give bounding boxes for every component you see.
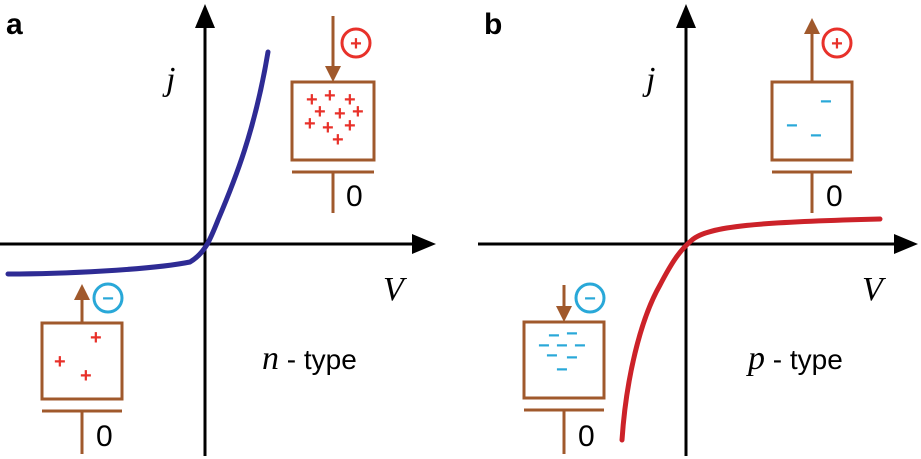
svg-text:−: − (548, 325, 560, 347)
panel-b-jv-curve (619, 216, 883, 443)
panel-a-x-axis-label: V (383, 271, 408, 308)
svg-text:−: − (566, 347, 578, 369)
svg-text:−: − (538, 335, 550, 357)
svg-text:−: − (546, 345, 558, 367)
svg-text:−: − (556, 335, 568, 357)
panel-b-x-arrowhead (894, 234, 918, 254)
panel-a-y-axis-label: j (162, 61, 175, 98)
svg-text:+: + (304, 113, 316, 135)
svg-text:+: + (54, 351, 66, 373)
svg-text:+: + (322, 117, 334, 139)
panel-a-x-arrowhead (412, 234, 436, 254)
svg-text:+: + (332, 129, 344, 151)
panel-a-bottom-sample (40, 321, 124, 401)
panel-b-top-carriers: − − − (786, 91, 832, 147)
panel-b-bottom-badge (574, 282, 606, 314)
svg-text:+: + (344, 89, 356, 111)
panel-b-bottom-sample (522, 320, 606, 400)
panel-a-bottom-badge (92, 282, 124, 314)
panel-a-bottom-badge-sign: − (102, 288, 114, 310)
svg-text:+: + (306, 89, 318, 111)
panel-b-y-arrowhead (676, 4, 696, 28)
svg-text:+: + (344, 115, 356, 137)
svg-text:+: + (314, 101, 326, 123)
panel-b-bottom-current-arrow (556, 306, 572, 322)
panel-a-top-device: + 0 + + + + + + + + + + (290, 16, 376, 213)
panel-b-type-label: p - type (746, 340, 843, 377)
panel-b-top-device: + 0 − − − (770, 18, 854, 213)
panel-a-bottom-carriers: + + + (54, 327, 102, 387)
panel-a-jv-curve (5, 49, 271, 277)
panel-b-top-badge (821, 27, 853, 59)
svg-text:+: + (90, 327, 102, 349)
panel-b-x-axis-label: V (862, 271, 887, 308)
svg-text:−: − (810, 125, 822, 147)
svg-text:+: + (334, 103, 346, 125)
panel-a-bottom-device: − 0 + + + (40, 282, 124, 454)
panel-a-top-ground-label: 0 (346, 180, 363, 213)
panel-a-top-current-arrow (325, 66, 341, 82)
panel-a: a j V + 0 + + + + + + (0, 4, 436, 456)
panel-b-top-badge-sign: + (831, 33, 843, 55)
panel-a-type-label: n - type (262, 340, 357, 377)
panel-a-bottom-current-arrow (74, 284, 90, 300)
svg-text:+: + (80, 365, 92, 387)
panel-b-top-sample (770, 80, 854, 162)
svg-text:−: − (786, 115, 798, 137)
panel-a-top-badge (340, 27, 372, 59)
panel-b-bottom-badge-sign: − (584, 288, 596, 310)
panel-b-top-current-arrow (804, 18, 820, 34)
panel-b-bottom-ground-label: 0 (578, 420, 595, 453)
panel-b: b j V + 0 − − − (478, 4, 918, 456)
panel-a-top-sample (290, 80, 376, 162)
panel-a-bottom-ground-label: 0 (96, 420, 113, 453)
panel-a-y-arrowhead (195, 4, 215, 28)
panel-a-top-badge-sign: + (350, 33, 362, 55)
panel-b-bottom-carriers: − − − − − − − − (538, 323, 586, 381)
panel-b-letter: b (484, 8, 502, 41)
panel-a-letter: a (6, 8, 23, 41)
panel-b-top-ground-label: 0 (826, 180, 843, 213)
svg-text:−: − (556, 359, 568, 381)
svg-text:−: − (820, 91, 832, 113)
svg-text:+: + (324, 85, 336, 107)
svg-text:−: − (574, 335, 586, 357)
panel-b-y-axis-label: j (642, 61, 655, 98)
svg-text:−: − (566, 323, 578, 345)
panel-a-top-carriers: + + + + + + + + + + (304, 85, 364, 151)
panel-b-bottom-device: − 0 − − − − − − − − (522, 282, 606, 454)
svg-text:+: + (352, 101, 364, 123)
